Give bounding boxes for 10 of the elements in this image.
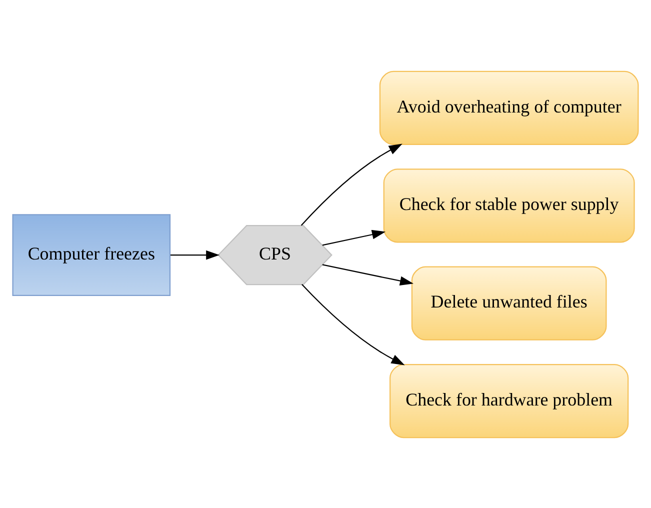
node-box: Check for hardware problem (390, 363, 629, 438)
arrow (322, 264, 414, 286)
node-box: Avoid overheating of computer (379, 70, 639, 145)
node-box: Delete unwanted files (411, 266, 607, 340)
arrow (170, 250, 220, 260)
arrow (300, 143, 402, 226)
arrow (322, 229, 386, 246)
node-box: Check for stable power supply (383, 168, 635, 242)
arrow (302, 284, 405, 365)
node-box: Computer freezes (12, 214, 171, 296)
